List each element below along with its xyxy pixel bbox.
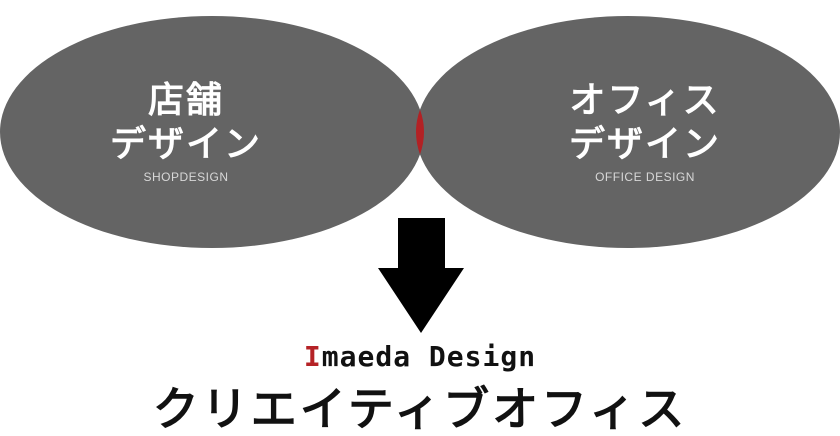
left-ellipse [0, 16, 424, 248]
creative-office-title: クリエイティブオフィス [152, 382, 688, 436]
right-title: オフィス デザイン [550, 78, 740, 166]
left-title-line1: 店舗 [147, 79, 224, 121]
brand-rest: maeda Design [321, 340, 537, 373]
right-ellipse [416, 16, 840, 248]
right-subtitle: OFFICE DESIGN [595, 170, 695, 184]
left-subtitle: SHOPDESIGN [143, 170, 229, 184]
down-arrow [378, 218, 464, 333]
right-title-line2: デザイン [568, 123, 721, 165]
right-title-line1: オフィス [569, 79, 721, 121]
brand-accent-letter: I [303, 340, 322, 373]
left-title-line2: デザイン [109, 123, 262, 165]
brand-name: Imaeda Design [0, 340, 840, 373]
left-title: 店舗 デザイン [96, 78, 276, 166]
